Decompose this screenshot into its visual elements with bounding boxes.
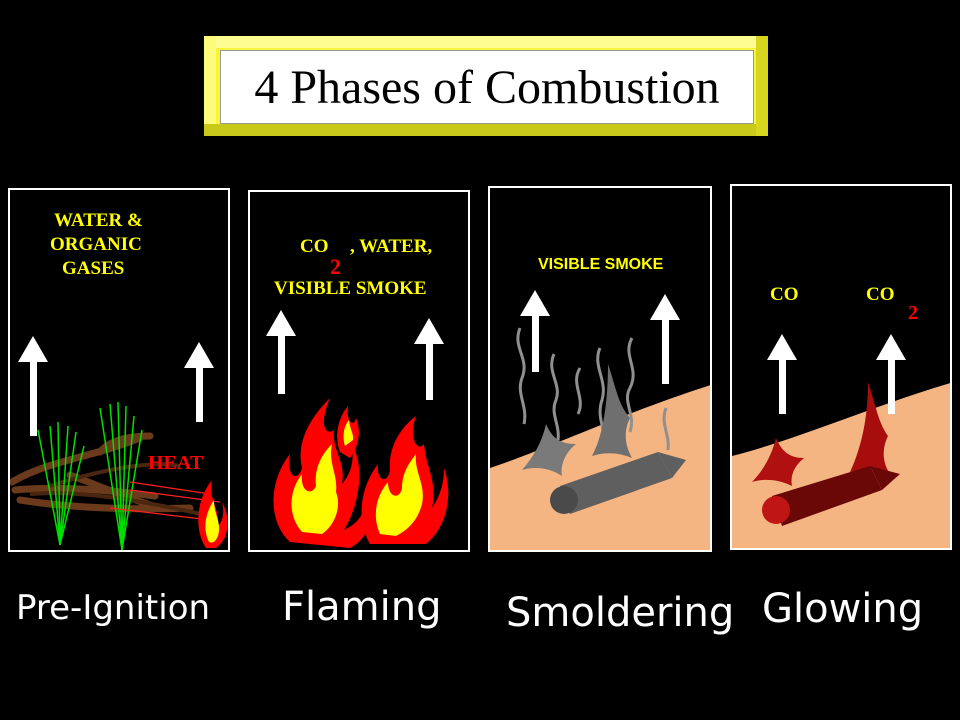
arrow-up-left-icon [18, 336, 48, 436]
panel-smoldering: VISIBLE SMOKE [488, 186, 712, 552]
label-subscript-2: 2 [908, 302, 918, 324]
glowing-log-icon [762, 466, 900, 526]
label-co: CO [770, 284, 799, 305]
arrow-up-left-icon [520, 290, 550, 372]
title-bevel-top [204, 36, 768, 48]
label-subscript-2: 2 [330, 254, 341, 279]
small-flame-icon [198, 480, 228, 548]
twig-icon [29, 462, 211, 518]
panel-flaming: CO 2 , WATER, VISIBLE SMOKE [248, 190, 470, 552]
panel-glowing: CO CO 2 [730, 184, 952, 550]
label-visible-smoke: VISIBLE SMOKE [538, 256, 664, 273]
label-water-and: WATER & [54, 210, 143, 231]
pre-ignition-illustration [10, 336, 228, 550]
caption-pre-ignition: Pre-Ignition [16, 588, 211, 628]
panel-pre-ignition: WATER & ORGANIC GASES HEAT [8, 188, 230, 552]
title-bevel-right [756, 36, 768, 136]
arrow-up-left-icon [266, 310, 296, 394]
title-frame: 4 Phases of Combustion [204, 36, 768, 136]
arrow-up-right-icon [650, 294, 680, 384]
label-organic: ORGANIC [50, 234, 142, 255]
charred-stumps-icon [522, 364, 632, 476]
grass-icon [37, 401, 143, 550]
title-bevel-left [204, 36, 216, 136]
label-visible-smoke: VISIBLE SMOKE [274, 278, 427, 299]
flaming-illustration [266, 310, 449, 548]
smoldering-log-icon [550, 452, 686, 514]
arrow-up-right-icon [414, 318, 444, 400]
arrow-up-left-icon [767, 334, 797, 414]
title-bevel-bottom [204, 124, 768, 136]
title-box: 4 Phases of Combustion [220, 50, 754, 124]
smoldering-illustration [490, 290, 710, 550]
label-water: , WATER, [350, 236, 433, 257]
flames-icon [273, 398, 449, 548]
smoke-icon [516, 327, 670, 451]
caption-flaming: Flaming [282, 584, 442, 630]
glowing-stumps-icon [752, 382, 890, 486]
label-heat: HEAT [148, 452, 204, 474]
label-co2: CO [866, 284, 895, 305]
arrow-up-right-icon [876, 334, 906, 414]
label-gases: GASES [62, 258, 125, 279]
caption-smoldering: Smoldering [506, 590, 735, 636]
page-title: 4 Phases of Combustion [254, 60, 720, 114]
arrow-up-right-icon [184, 342, 214, 422]
caption-glowing: Glowing [762, 586, 924, 632]
label-co: CO [300, 236, 329, 257]
ground-icon [490, 385, 710, 550]
glowing-illustration [732, 334, 950, 548]
